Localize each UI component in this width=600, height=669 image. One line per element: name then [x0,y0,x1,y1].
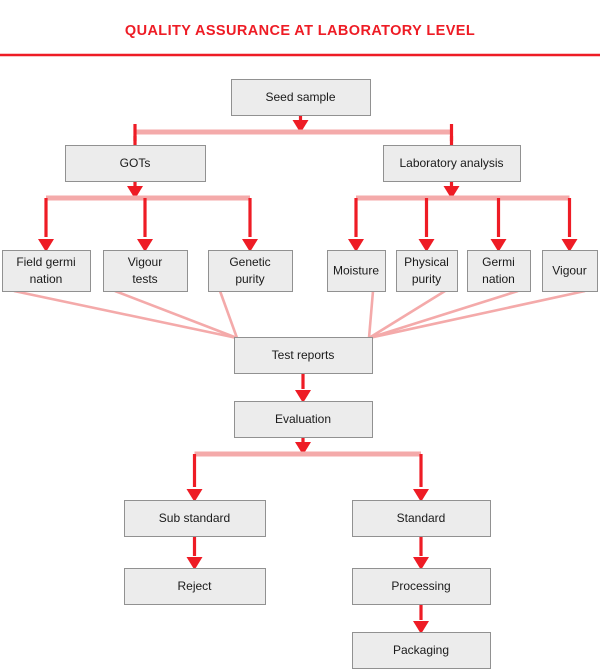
node-label: tests [132,272,157,286]
node-label: Laboratory analysis [399,156,503,170]
node-label: Reject [177,579,212,593]
node-seed_sample[interactable]: Seed sample [231,79,371,116]
connector-standard-to-processing [413,536,429,570]
node-label: Physical [404,255,449,269]
connector-gots [38,181,258,252]
node-label: Seed sample [265,90,335,104]
node-packaging[interactable]: Packaging [352,632,491,669]
node-laboratory_analysis[interactable]: Laboratory analysis [383,145,521,182]
connector-test_reports-to-evaluation [295,373,311,403]
node-label: Moisture [333,264,379,278]
node-standard[interactable]: Standard [352,500,491,537]
node-label: Processing [391,579,450,593]
node-label: Sub standard [159,511,230,525]
node-label: GOTs [120,156,151,170]
node-vigour_tests[interactable]: Vigour tests [103,250,188,292]
node-label: Standard [397,511,446,525]
node-label: nation [30,272,63,286]
node-label: Vigour [128,255,162,269]
node-processing[interactable]: Processing [352,568,491,605]
node-label: Test reports [272,348,335,362]
node-label: Packaging [393,643,449,657]
connector-sub_standard-to-reject [186,536,203,570]
node-field_germination[interactable]: Field germi nation [2,250,91,292]
node-label: nation [482,272,515,286]
connector-evaluation [186,437,429,502]
connector-processing-to-packaging [413,604,429,634]
node-label: Evaluation [275,412,331,426]
node-label: Germi [482,255,515,269]
node-moisture[interactable]: Moisture [327,250,386,292]
connector-seed_sample [133,115,454,147]
convergence-into-test_reports [13,289,586,340]
node-gots[interactable]: GOTs [65,145,206,182]
node-label: Genetic [229,255,270,269]
node-genetic_purity[interactable]: Genetic purity [208,250,293,292]
node-vigour[interactable]: Vigour [542,250,598,292]
connector-laboratory_analysis [348,181,578,252]
node-physical_purity[interactable]: Physical purity [396,250,458,292]
page-title: QUALITY ASSURANCE AT LABORATORY LEVEL [125,23,475,39]
node-test_reports[interactable]: Test reports [234,337,373,374]
node-label: Vigour [552,264,586,278]
node-label: purity [235,272,264,286]
node-sub_standard[interactable]: Sub standard [124,500,266,537]
node-germination[interactable]: Germi nation [467,250,531,292]
node-reject[interactable]: Reject [124,568,266,605]
node-label: purity [412,272,441,286]
node-evaluation[interactable]: Evaluation [234,401,373,438]
connector-layer [13,115,586,634]
node-label: Field germi [16,255,75,269]
